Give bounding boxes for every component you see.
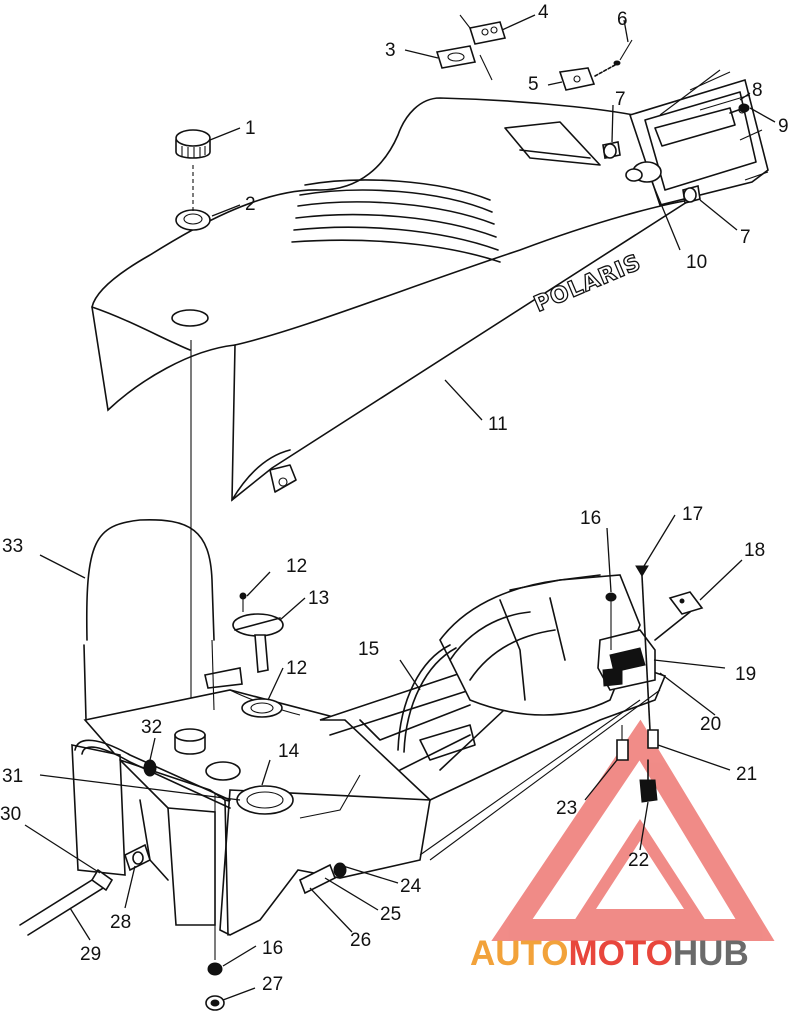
callout-24: 24 xyxy=(400,876,422,897)
watermark-moto: MOTO xyxy=(569,934,673,973)
washer-27 xyxy=(205,995,225,1011)
callout-1: 1 xyxy=(245,118,256,139)
clamp-ring xyxy=(205,761,241,781)
callout-16-upper: 16 xyxy=(580,508,601,529)
bolt-23 xyxy=(616,725,629,761)
cap-gasket xyxy=(175,209,211,231)
callout-2: 2 xyxy=(245,194,256,215)
callout-3: 3 xyxy=(385,40,396,61)
fuel-cap xyxy=(175,129,211,159)
callout-12-upper: 12 xyxy=(286,556,307,577)
callout-17: 17 xyxy=(682,504,703,525)
callout-14: 14 xyxy=(278,741,300,762)
strap-33 xyxy=(83,519,215,721)
fuel-sender xyxy=(204,592,284,689)
callout-leaders xyxy=(24,14,776,1001)
callout-numbers: 1 2 3 4 5 6 7 8 9 7 10 11 33 12 13 12 15… xyxy=(0,2,789,995)
clamp-32 xyxy=(143,759,157,777)
callout-28: 28 xyxy=(110,912,131,933)
callout-19: 19 xyxy=(735,664,756,685)
callout-33: 33 xyxy=(2,536,23,557)
vent-hose xyxy=(397,644,457,753)
nut-16-lower xyxy=(207,962,223,976)
pickup-line xyxy=(19,868,114,936)
watermark-text: AUTOMOTOHUB xyxy=(470,934,749,973)
callout-21: 21 xyxy=(736,764,757,785)
callout-7-upper: 7 xyxy=(615,89,626,110)
callout-12-lower: 12 xyxy=(286,658,307,679)
callout-31: 31 xyxy=(2,766,23,787)
grommet-7-upper xyxy=(602,141,621,159)
taillight-lens xyxy=(435,45,477,69)
callout-8: 8 xyxy=(752,80,763,101)
callout-27: 27 xyxy=(262,974,283,995)
callout-15: 15 xyxy=(358,639,379,660)
watermark-auto: AUTO xyxy=(470,934,569,973)
callout-5: 5 xyxy=(528,74,539,95)
bolt-21 xyxy=(647,729,659,749)
fuel-tank xyxy=(71,689,432,936)
callout-4: 4 xyxy=(538,2,549,23)
bulb-10 xyxy=(625,161,662,183)
nut-16-upper xyxy=(605,592,617,650)
callout-11: 11 xyxy=(488,414,508,435)
gasket-12-lower xyxy=(241,698,283,718)
callout-9: 9 xyxy=(778,116,789,137)
callout-18: 18 xyxy=(744,540,765,561)
callout-29: 29 xyxy=(80,944,101,965)
callout-20: 20 xyxy=(700,714,721,735)
bolt-17 xyxy=(635,565,651,731)
switch-box-19 xyxy=(597,629,656,691)
callout-23: 23 xyxy=(556,798,577,819)
screw-6 xyxy=(594,39,633,77)
callout-26: 26 xyxy=(350,930,371,951)
callout-32: 32 xyxy=(141,717,162,738)
callout-10: 10 xyxy=(686,252,707,273)
callout-13: 13 xyxy=(308,588,329,609)
callout-30: 30 xyxy=(0,804,21,825)
fuel-line-31 xyxy=(74,739,231,809)
watermark-triangle-logo xyxy=(491,719,775,941)
grommet-7-lower xyxy=(682,184,701,205)
bracket-18 xyxy=(654,591,704,641)
console-panel xyxy=(439,574,641,716)
tank-cap xyxy=(174,728,206,755)
callout-22: 22 xyxy=(628,850,649,871)
callout-25: 25 xyxy=(380,904,401,925)
taillight-bracket xyxy=(459,14,507,81)
svg-text:AUTOMOTOHUB: AUTOMOTOHUB xyxy=(470,934,749,973)
plate xyxy=(558,67,596,91)
callout-16-lower: 16 xyxy=(262,938,283,959)
fastener-22 xyxy=(639,759,658,803)
fitting-28 xyxy=(124,843,151,872)
screw-9 xyxy=(729,103,750,114)
callout-6: 6 xyxy=(617,9,628,30)
filler-neck xyxy=(236,785,294,815)
callout-7-lower: 7 xyxy=(740,227,751,248)
watermark-hub: HUB xyxy=(673,934,749,973)
